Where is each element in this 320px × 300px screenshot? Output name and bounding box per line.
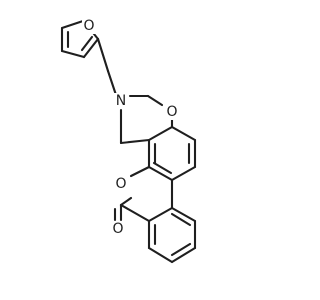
carbonyl-to-lower-ring-bond [119,203,151,223]
central-ring-bond-4 [170,165,197,182]
lower-ring-bond-2 [170,206,197,223]
atom-labels: O N O O O [82,18,179,237]
molecule-drawing: O N O O O [60,18,197,264]
lactone-ring-oxygen-label-bg [114,176,128,192]
central-ring-bond-5-inner [152,161,173,175]
aromatic-to-ring-o-bond [129,165,151,178]
central-ring-bond-2 [170,125,197,142]
amine-nitrogen-label: N [116,93,126,109]
benzyl-ch2-to-aromatic-bond [119,138,151,145]
furan-oxygen-label: O [83,18,94,34]
furan-to-ch2-bond [96,37,110,73]
central-benzene-ring [147,125,197,182]
furan-bond-1 [60,19,85,30]
lower-benzene-ring [147,206,197,264]
lower-ring-bond-2-inner [170,212,192,227]
furan-oxygen-label-bg [82,18,96,34]
furan-bond-3 [60,49,86,59]
oxazine-oxygen-label-bg [165,104,179,120]
furan-bond-4-inner [80,35,94,52]
furan-bond-4 [82,37,100,59]
central-ring-bond-5 [147,165,174,182]
lactone-ring-oxygen-label: O [115,176,126,192]
ch2-to-o-bond [146,94,164,107]
ch2-to-n-bond [106,69,118,97]
lower-ring-bond-5 [147,246,174,264]
lower-ring-bond-4-inner [170,242,192,257]
carbonyl-group [113,203,123,222]
lactone-ring [119,165,174,223]
lower-ring-bond-4 [170,246,197,264]
methylene-linker [96,37,118,97]
central-ring-bond-1 [147,125,174,142]
carbonyl-oxygen-label: O [112,221,123,237]
ring-o-to-carbonyl-bond [119,196,133,207]
carbonyl-oxygen-label-bg [111,221,125,237]
oxazine-oxygen-label: O [166,104,177,120]
furan-ring [60,19,100,59]
amine-nitrogen-label-bg [114,93,128,109]
lower-ring-bond-1 [147,206,174,223]
structure-diagram: O N O O O [60,18,197,264]
oxazine-ring [119,94,174,145]
